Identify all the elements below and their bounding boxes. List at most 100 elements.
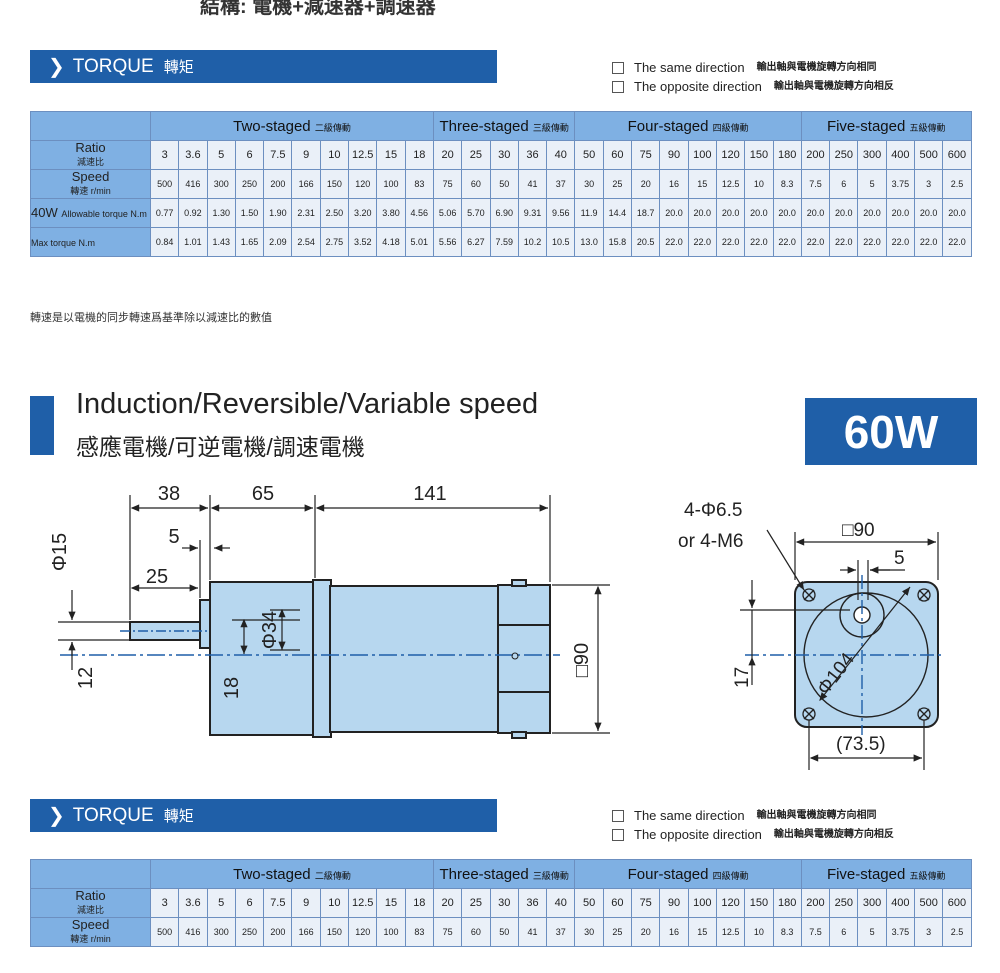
ratio-cell: 9 bbox=[291, 140, 321, 170]
torque-header-top: ❯ TORQUE 轉矩 bbox=[30, 50, 497, 83]
ratio-cell: 100 bbox=[687, 888, 717, 918]
max-torque-cell: 5.56 bbox=[432, 227, 463, 257]
allowable-torque-cell: 2.50 bbox=[319, 198, 350, 228]
speed-cell: 10 bbox=[744, 917, 774, 947]
speed-cell: 3.75 bbox=[885, 917, 916, 947]
allowable-torque-cell: 6.90 bbox=[489, 198, 519, 228]
allowable-label: 40W Allowable torque N.m bbox=[30, 198, 151, 228]
checkbox-opposite-direction[interactable] bbox=[612, 828, 624, 841]
ratio-cell: 40 bbox=[546, 888, 576, 918]
max-torque-cell: 22.0 bbox=[942, 227, 972, 257]
ratio-cell: 180 bbox=[772, 140, 802, 170]
speed-cell: 300 bbox=[206, 917, 236, 947]
ratio-cell: 3.6 bbox=[178, 888, 208, 918]
motor-front-view bbox=[794, 581, 939, 728]
ratio-cell: 600 bbox=[942, 888, 972, 918]
speed-cell: 500 bbox=[149, 169, 180, 199]
speed-cell: 150 bbox=[319, 917, 350, 947]
allowable-torque-cell: 3.80 bbox=[376, 198, 406, 228]
max-torque-cell: 22.0 bbox=[857, 227, 887, 257]
chevron-right-icon: ❯ bbox=[48, 805, 65, 827]
legend-opposite-zh: 輸出軸與電機旋轉方向相反 bbox=[773, 829, 894, 840]
dim-18: 18 bbox=[221, 677, 243, 699]
ratio-cell: 50 bbox=[574, 888, 604, 918]
ratio-cell: 200 bbox=[800, 888, 831, 918]
ratio-cell: 120 bbox=[715, 888, 746, 918]
checkbox-opposite-direction[interactable] bbox=[612, 80, 624, 93]
dimension-drawing: 38 65 141 5 25 Φ15 12 18 Φ34 □90 bbox=[49, 483, 945, 770]
speed-cell: 60 bbox=[461, 917, 491, 947]
ratio-cell: 6 bbox=[234, 888, 265, 918]
speed-cell: 25 bbox=[602, 169, 633, 199]
dim-17: 17 bbox=[732, 667, 753, 688]
ratio-cell: 400 bbox=[885, 140, 916, 170]
speed-cell: 50 bbox=[489, 917, 519, 947]
speed-cell: 8.3 bbox=[772, 917, 802, 947]
group-header: Two-staged 二級傳動 bbox=[150, 111, 434, 141]
speed-cell: 120 bbox=[348, 169, 378, 199]
ratio-cell: 10 bbox=[319, 888, 350, 918]
speed-cell: 83 bbox=[404, 917, 434, 947]
speed-cell: 5 bbox=[857, 917, 887, 947]
speed-cell: 2.5 bbox=[942, 917, 972, 947]
group-header: Four-staged 四級傳動 bbox=[574, 111, 802, 141]
ratio-cell: 180 bbox=[772, 888, 802, 918]
speed-cell: 16 bbox=[659, 917, 689, 947]
dim-phi15: Φ15 bbox=[49, 533, 71, 571]
ratio-cell: 250 bbox=[829, 140, 859, 170]
max-torque-cell: 2.54 bbox=[291, 227, 321, 257]
ratio-cell: 250 bbox=[829, 888, 859, 918]
speed-cell: 7.5 bbox=[800, 169, 831, 199]
speed-cell: 37 bbox=[546, 917, 576, 947]
dim-front-5: 5 bbox=[894, 548, 905, 569]
checkbox-same-direction[interactable] bbox=[612, 61, 624, 74]
allowable-torque-cell: 20.0 bbox=[914, 198, 944, 228]
corner-cell bbox=[30, 111, 151, 141]
speed-cell: 6 bbox=[829, 917, 859, 947]
section-title-zh: 感應電機/可逆電機/調速電機 bbox=[76, 434, 365, 460]
allowable-torque-cell: 4.56 bbox=[404, 198, 434, 228]
speed-cell: 12.5 bbox=[715, 917, 746, 947]
max-torque-cell: 22.0 bbox=[772, 227, 802, 257]
speed-cell: 250 bbox=[234, 917, 265, 947]
dim-phi34: Φ34 bbox=[259, 611, 281, 649]
dim-holes-alt: or 4-M6 bbox=[678, 531, 743, 552]
speed-cell: 3.75 bbox=[885, 169, 916, 199]
torque-header-bottom: ❯ TORQUE 轉矩 bbox=[30, 799, 497, 832]
speed-cell: 7.5 bbox=[800, 917, 831, 947]
ratio-cell: 18 bbox=[404, 140, 434, 170]
speed-cell: 12.5 bbox=[715, 169, 746, 199]
power-badge: 60W bbox=[805, 398, 977, 465]
ratio-cell: 3 bbox=[149, 140, 180, 170]
speed-cell: 10 bbox=[744, 169, 774, 199]
allowable-torque-cell: 20.0 bbox=[942, 198, 972, 228]
max-torque-cell: 10.5 bbox=[546, 227, 576, 257]
ratio-cell: 9 bbox=[291, 888, 321, 918]
max-label: Max torque N.m bbox=[30, 227, 151, 257]
checkbox-same-direction[interactable] bbox=[612, 809, 624, 822]
allowable-torque-cell: 0.92 bbox=[178, 198, 208, 228]
max-torque-cell: 1.43 bbox=[206, 227, 236, 257]
dim-holes: 4-Φ6.5 bbox=[684, 500, 742, 521]
ratio-cell: 6 bbox=[234, 140, 265, 170]
speed-cell: 8.3 bbox=[772, 169, 802, 199]
speed-cell: 5 bbox=[857, 169, 887, 199]
allowable-torque-cell: 20.0 bbox=[687, 198, 717, 228]
torque-label-zh: 轉矩 bbox=[163, 59, 194, 76]
ratio-cell: 300 bbox=[857, 140, 887, 170]
torque-label-zh: 轉矩 bbox=[163, 808, 194, 825]
legend-opposite-zh: 輸出軸與電機旋轉方向相反 bbox=[773, 81, 894, 92]
ratio-cell: 25 bbox=[461, 888, 491, 918]
dim-141: 141 bbox=[413, 483, 446, 505]
allowable-torque-cell: 20.0 bbox=[885, 198, 916, 228]
ratio-cell: 75 bbox=[631, 140, 661, 170]
speed-cell: 100 bbox=[376, 169, 406, 199]
max-torque-cell: 2.75 bbox=[319, 227, 350, 257]
ratio-cell: 25 bbox=[461, 140, 491, 170]
speed-cell: 20 bbox=[631, 917, 661, 947]
speed-cell: 20 bbox=[631, 169, 661, 199]
